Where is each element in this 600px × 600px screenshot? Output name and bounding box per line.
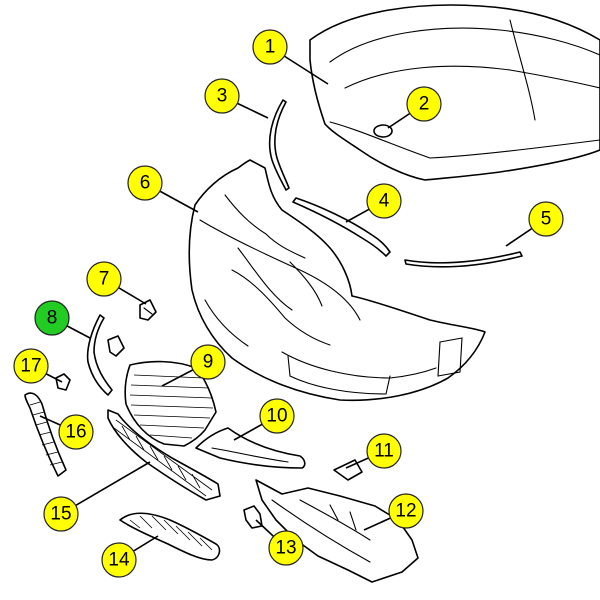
part-upper-trim-strip[interactable] bbox=[292, 197, 391, 257]
callout-number: 13 bbox=[275, 538, 296, 559]
callout-circle bbox=[13, 348, 49, 384]
part-hood[interactable] bbox=[309, 4, 600, 181]
callout-circle bbox=[366, 433, 402, 469]
part-radiator-grille[interactable] bbox=[124, 360, 217, 447]
callout-number: 3 bbox=[217, 86, 228, 107]
callout-number: 12 bbox=[395, 501, 416, 522]
callout-circle bbox=[34, 300, 70, 336]
callout-number: 17 bbox=[20, 356, 41, 377]
part-lower-grille[interactable] bbox=[107, 409, 221, 501]
callout-4[interactable]: 4 bbox=[366, 183, 402, 219]
callout-number: 14 bbox=[108, 550, 130, 571]
callout-8[interactable]: 8 bbox=[34, 300, 70, 336]
callout-16[interactable]: 16 bbox=[58, 414, 94, 450]
callout-number: 2 bbox=[419, 94, 430, 115]
callout-circle bbox=[388, 493, 424, 529]
callout-9[interactable]: 9 bbox=[190, 344, 226, 380]
part-fog-light-trim[interactable] bbox=[195, 427, 306, 469]
callout-circle bbox=[406, 86, 442, 122]
callout-number: 11 bbox=[374, 441, 394, 462]
part-lower-grille-insert[interactable] bbox=[119, 512, 221, 561]
callout-circle bbox=[86, 261, 122, 297]
callout-circle bbox=[101, 542, 137, 578]
callout-number: 15 bbox=[50, 504, 71, 525]
part-clip-17[interactable] bbox=[55, 373, 71, 391]
callout-12[interactable]: 12 bbox=[388, 493, 424, 529]
callout-17[interactable]: 17 bbox=[13, 348, 49, 384]
callout-number: 8 bbox=[47, 308, 58, 329]
callout-circle bbox=[259, 398, 295, 434]
callout-number: 5 bbox=[541, 209, 552, 230]
callout-number: 7 bbox=[99, 269, 110, 290]
callout-number: 16 bbox=[65, 422, 86, 443]
callout-3[interactable]: 3 bbox=[204, 78, 240, 114]
callout-circle bbox=[204, 78, 240, 114]
callout-circle bbox=[190, 344, 226, 380]
part-grille-trim[interactable] bbox=[86, 314, 125, 396]
part-side-grille[interactable] bbox=[24, 392, 67, 477]
part-clip-13[interactable] bbox=[243, 505, 263, 529]
callout-circle bbox=[366, 183, 402, 219]
callout-circle bbox=[127, 165, 163, 201]
callout-circle bbox=[43, 496, 79, 532]
callout-15[interactable]: 15 bbox=[43, 496, 79, 532]
callout-circle bbox=[528, 201, 564, 237]
callout-1[interactable]: 1 bbox=[252, 29, 288, 65]
part-hood-emblem[interactable] bbox=[373, 124, 393, 138]
callout-14[interactable]: 14 bbox=[101, 542, 137, 578]
part-hood-seal[interactable] bbox=[268, 99, 290, 191]
part-clip-7[interactable] bbox=[139, 299, 157, 321]
callout-number: 9 bbox=[203, 352, 214, 373]
callout-11[interactable]: 11 bbox=[366, 433, 402, 469]
callout-circle bbox=[58, 414, 94, 450]
callouts: 1 2 3 4 5 6 7 8 bbox=[13, 29, 564, 578]
callout-6[interactable]: 6 bbox=[127, 165, 163, 201]
callout-10[interactable]: 10 bbox=[259, 398, 295, 434]
part-side-trim-strip[interactable] bbox=[404, 251, 523, 268]
callout-5[interactable]: 5 bbox=[528, 201, 564, 237]
callout-7[interactable]: 7 bbox=[86, 261, 122, 297]
callout-2[interactable]: 2 bbox=[406, 86, 442, 122]
callout-13[interactable]: 13 bbox=[268, 530, 304, 566]
part-front-bumper[interactable] bbox=[188, 159, 486, 402]
callout-number: 1 bbox=[265, 37, 276, 58]
part-engine-undertray[interactable] bbox=[255, 479, 419, 583]
callout-circle bbox=[252, 29, 288, 65]
callout-number: 4 bbox=[379, 191, 390, 212]
callout-number: 6 bbox=[140, 173, 151, 194]
part-clip-11[interactable] bbox=[333, 459, 363, 481]
callout-number: 10 bbox=[266, 406, 287, 427]
callout-circle bbox=[268, 530, 304, 566]
